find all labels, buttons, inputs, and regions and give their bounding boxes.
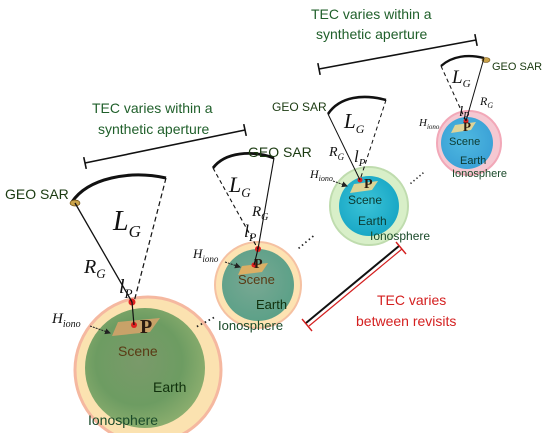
label-hiono-1: Hiono [51, 311, 81, 330]
tec-within-line2-b: synthetic aperture [316, 26, 427, 42]
label-ionosphere-3: Ionosphere [370, 229, 430, 243]
iono-path-2 [253, 248, 259, 266]
aperture-bracket-2 [317, 33, 478, 76]
slant-range-line-4 [465, 57, 485, 122]
tec-between-annotation: TEC varies between revisits [356, 292, 456, 329]
label-lg-3: LG [343, 109, 365, 136]
iono-path-1 [131, 301, 135, 326]
label-geo-sar-3: GEO SAR [272, 100, 327, 114]
aperture-bracket-cap-1a [82, 156, 88, 170]
label-geo-sar-4: GEO SAR [492, 61, 542, 73]
sar-orbit-arc-4 [440, 54, 485, 67]
label-ionosphere-2: Ionosphere [218, 318, 283, 333]
label-lp-4: lP [459, 104, 469, 122]
label-scene-4: Scene [449, 136, 480, 148]
aperture-bracket-cap-2b [474, 33, 478, 47]
revisit-bracket-line-dark [305, 245, 400, 324]
aperture-dashed-3 [359, 99, 387, 181]
label-p-3: P [364, 177, 373, 192]
label-hiono-2: Hiono [192, 246, 219, 264]
slant-range-line-2 [257, 157, 275, 250]
label-scene-2: Scene [238, 272, 275, 287]
sar-orbit-arc-1 [70, 173, 167, 203]
slant-range-line-1 [74, 202, 133, 303]
label-hiono-4: Hiono [418, 117, 440, 131]
label-lp-2: lP [244, 221, 257, 244]
label-earth-4: Earth [460, 155, 486, 167]
earth-group-1: P Scene Earth Ionosphere [73, 295, 223, 433]
label-hiono-3: Hiono [309, 167, 333, 183]
label-p-4: P [463, 119, 471, 134]
label-rg-2: RG [251, 204, 268, 223]
orbit-geometry-3: GEO SAR LG RG lP Hiono [272, 95, 387, 188]
tec-within-line1-b: TEC varies within a [311, 6, 432, 22]
label-lg-1: LG [112, 206, 141, 241]
orbit-geometry-2: GEO SAR LG RG lP Hiono [192, 144, 312, 269]
sar-orbit-arc-2 [211, 152, 275, 169]
label-scene-3: Scene [348, 193, 382, 207]
orbit-geometry-4: GEO SAR LG RG lP Hiono [418, 54, 542, 131]
aperture-bracket-cap-2a [317, 62, 321, 76]
scene-patch-4 [451, 122, 476, 133]
aperture-dashed-2a [212, 167, 259, 250]
label-rg-1: RG [83, 256, 106, 281]
hiono-arrow-3 [332, 180, 348, 188]
tec-within-annotation-2: TEC varies within a synthetic aperture [311, 6, 432, 42]
aperture-bracket-line-1 [84, 129, 246, 164]
aperture-dashed-1 [133, 177, 167, 303]
earth-group-2: P Scene Earth Ionosphere [214, 241, 302, 333]
label-ionosphere-4: Ionosphere [452, 168, 507, 180]
revisit-bracket-cap-b [395, 241, 407, 255]
tec-between-line1: TEC varies [377, 292, 446, 308]
label-earth-2: Earth [256, 297, 287, 312]
revisit-bracket-cap-a [301, 318, 313, 332]
connector-dots-3: ..... [402, 163, 427, 188]
aperture-bracket-1 [82, 123, 248, 170]
label-rg-4: RG [479, 94, 493, 110]
tec-within-line1-a: TEC varies within a [92, 100, 213, 116]
label-lp-1: lP [119, 276, 133, 301]
tec-within-annotation-1: TEC varies within a synthetic aperture [92, 100, 213, 137]
label-earth-3: Earth [358, 214, 387, 228]
label-p-1: P [140, 316, 152, 338]
label-rg-3: RG [328, 145, 345, 162]
orbit-geometry-1: GEO SAR LG RG lP Hiono [5, 173, 167, 335]
label-lp-3: lP [354, 147, 366, 169]
aperture-bracket-line-2 [318, 39, 477, 70]
label-ionosphere-1: Ionosphere [88, 412, 158, 428]
connector-dots-2: ..... [290, 226, 318, 253]
earth-group-4: P Scene Earth Ionosphere [436, 110, 507, 180]
label-earth-1: Earth [153, 379, 186, 395]
earth-disk-1 [85, 308, 205, 428]
tec-within-line2-a: synthetic aperture [98, 121, 209, 137]
aperture-dashed-4 [440, 65, 467, 122]
label-lg-4: LG [451, 67, 471, 90]
label-geo-sar-2: GEO SAR [248, 144, 312, 160]
aperture-bracket-cap-1b [242, 123, 248, 137]
tec-between-line2: between revisits [356, 313, 456, 329]
label-lg-2: LG [228, 172, 251, 200]
label-scene-1: Scene [118, 343, 158, 359]
sar-orbit-arc-3 [326, 95, 387, 115]
label-p-2: P [254, 257, 263, 272]
slant-range-line-3 [327, 113, 361, 181]
scene-patch-3 [350, 181, 378, 193]
scene-patch-2 [238, 263, 268, 275]
label-geo-sar-1: GEO SAR [5, 186, 69, 202]
revisit-bracket [301, 241, 407, 332]
revisit-bracket-line-red [308, 248, 403, 327]
hiono-arrow-2 [224, 261, 241, 269]
earth-group-3: P Scene Earth Ionosphere [329, 166, 430, 246]
hiono-arrow-1 [89, 325, 111, 335]
